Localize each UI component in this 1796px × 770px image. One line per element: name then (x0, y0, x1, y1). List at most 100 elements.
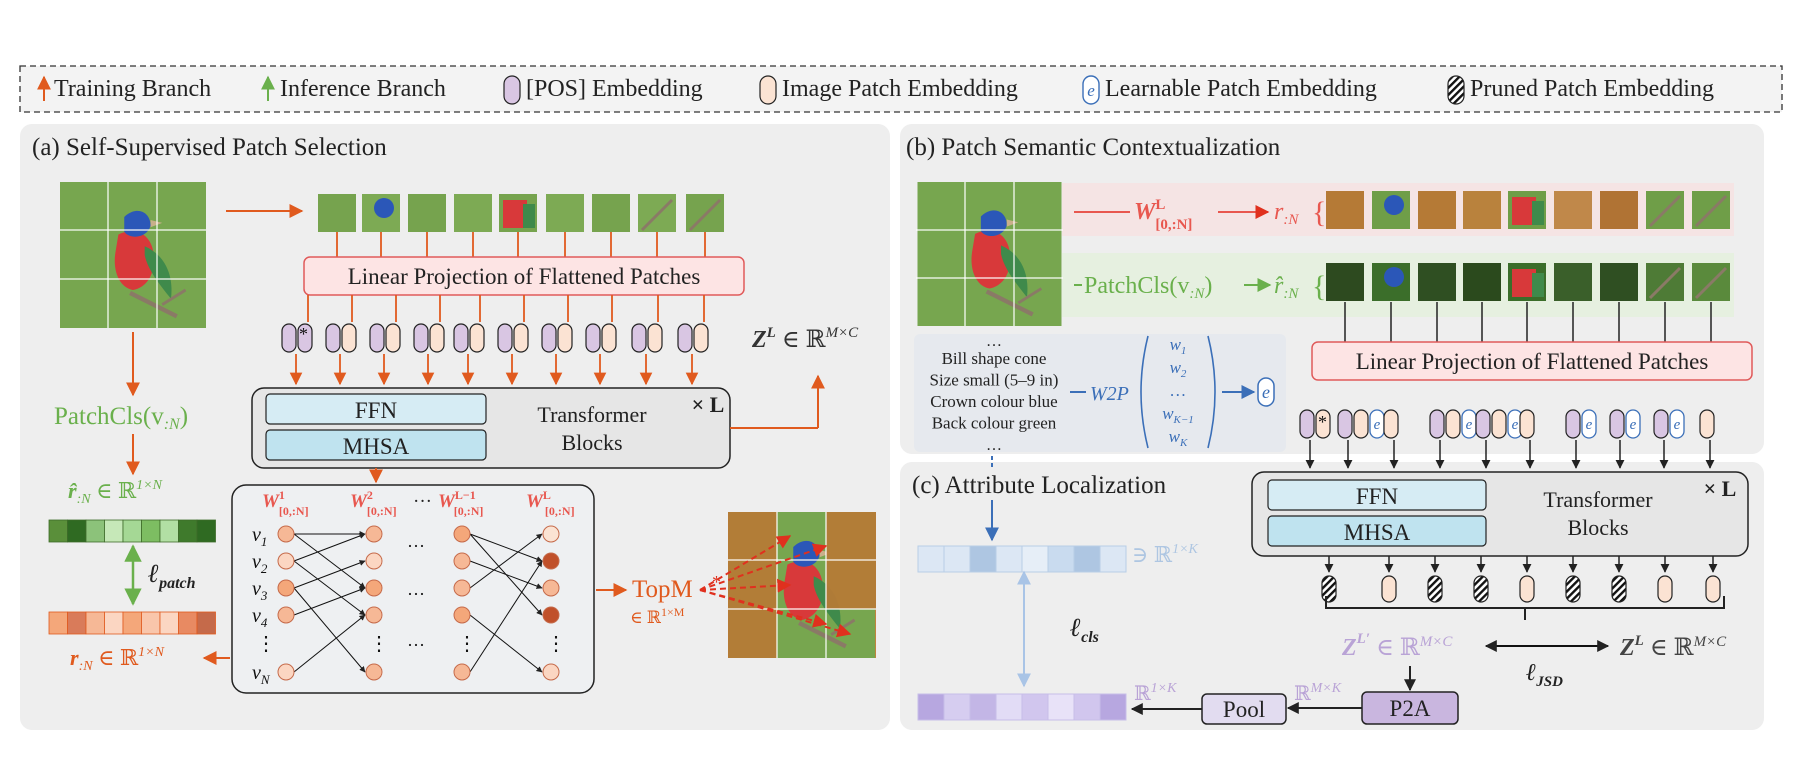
panel-b-content: (b) Patch Semantic Contextualization WL[… (906, 134, 1753, 454)
panel-c-title: (c) Attribute Localization (912, 472, 1167, 499)
mhsa-c (1267, 515, 1487, 547)
token-group: * (1299, 409, 1331, 469)
legend-training: Training Branch (37, 75, 211, 102)
attention-node (365, 552, 383, 570)
cls-patch (1463, 263, 1501, 301)
attribute-item: Bill shape cone (942, 349, 1047, 368)
vector-cell (917, 545, 945, 573)
lpatch-a: ℓpatch (148, 559, 196, 592)
attention-node (365, 606, 383, 624)
topm-pointers (699, 535, 852, 638)
vdots: ⋮ (546, 633, 566, 655)
vector-cell (1047, 545, 1075, 573)
score-cell (995, 693, 1023, 721)
cls-patch (1600, 263, 1638, 301)
token-pair (585, 295, 617, 386)
image-patch (638, 194, 676, 232)
token-group: e (1429, 409, 1477, 469)
vdots: ⋮ (457, 633, 477, 655)
weighted-patch (1600, 191, 1638, 229)
learnable-glyph: e (1674, 417, 1681, 433)
learnable-glyph: e (1512, 417, 1519, 433)
legend-pos: [POS] Embedding (503, 75, 703, 105)
patch-row-b-weighted (1326, 191, 1730, 229)
token-pair (453, 295, 485, 386)
pos-embedding-icon (503, 75, 521, 105)
attribute-item: Size small (5–9 in) (930, 371, 1059, 390)
image-patch-token (1705, 575, 1721, 603)
vdots: ⋮ (369, 633, 389, 655)
attribute-vector (917, 545, 1127, 573)
pruned-patch (1321, 575, 1337, 603)
linear-projection-b-label: Linear Projection of Flattened Patches (1356, 349, 1709, 374)
bar-cell (141, 519, 161, 543)
attention-node (542, 579, 560, 597)
score-cell (1021, 693, 1049, 721)
times-l-c: × L (1704, 476, 1737, 501)
bar-cell (122, 611, 142, 635)
legend-pruned-label: Pruned Patch Embedding (1470, 76, 1714, 102)
score-cell (1073, 693, 1101, 721)
attention-node (277, 606, 295, 624)
panel-a-content: (a) Self-Supervised Patch Selection Line… (32, 134, 876, 694)
lcls: ℓcls (1070, 613, 1099, 646)
vector-item: … (1170, 381, 1185, 400)
attention-node (277, 663, 295, 681)
legend-learnable: e Learnable Patch Embedding (1082, 75, 1377, 105)
wl-label: WL[0,:N] (526, 488, 575, 518)
token-pair (631, 295, 663, 386)
image-patch (318, 194, 356, 232)
patch-connectors (1344, 302, 1712, 342)
weighted-patch (1326, 191, 1364, 229)
token-pair (413, 295, 445, 386)
bar-cell (196, 611, 216, 635)
transformer-a-line2: Blocks (561, 430, 622, 455)
attention-node (453, 552, 471, 570)
attention-node (277, 552, 295, 570)
pruned-patch (1611, 575, 1627, 603)
w-dots: ··· (413, 491, 432, 512)
token-group: e (1475, 409, 1523, 469)
attention-node (365, 663, 383, 681)
image-patch (408, 194, 446, 232)
rhat-a: r̂:N ∈ ℝ1×N (68, 478, 163, 507)
learnable-patch-icon (1257, 377, 1275, 407)
pruned-output-row (1321, 556, 1721, 603)
legend-training-label: Training Branch (54, 76, 211, 102)
r-b: r:N (1274, 199, 1299, 228)
pruned-patch (1427, 575, 1443, 603)
transformer-c-line2: Blocks (1567, 515, 1628, 540)
cls-patch (1418, 263, 1456, 301)
token-pair (497, 295, 529, 386)
attribute-item: Back colour green (932, 414, 1057, 433)
image-patch-token (1381, 575, 1397, 603)
hdots: ··· (407, 584, 425, 604)
bar-cell (141, 611, 161, 635)
image-patch-token (1657, 575, 1673, 603)
attention-node (453, 606, 471, 624)
hdots: ··· (407, 635, 425, 655)
patch-row-a (318, 194, 724, 257)
ffn-c-label: FFN (1356, 484, 1399, 509)
panel-a-title: (a) Self-Supervised Patch Selection (32, 134, 387, 161)
pruned-patch (1565, 575, 1581, 603)
pruned-embedding-icon (1447, 75, 1465, 105)
learnable-glyph-b: e (1262, 382, 1270, 402)
legend-pos-label: [POS] Embedding (526, 76, 703, 102)
ljsd: ℓJSD (1526, 660, 1563, 690)
r-a: r:N ∈ ℝ1×N (70, 645, 165, 674)
selected-patches-image (728, 512, 876, 658)
attention-node (453, 525, 471, 543)
token-pair (325, 295, 357, 386)
bar-cell (85, 611, 105, 635)
brace-r: { (1312, 196, 1326, 229)
score-cell (969, 693, 997, 721)
token-group (1383, 409, 1399, 469)
token-group: e (1653, 409, 1685, 469)
bar-cell (104, 611, 124, 635)
learnable-glyph: e (1087, 81, 1095, 100)
attention-node (365, 525, 383, 543)
bar-cell (67, 611, 87, 635)
learnable-glyph: e (1630, 417, 1637, 433)
